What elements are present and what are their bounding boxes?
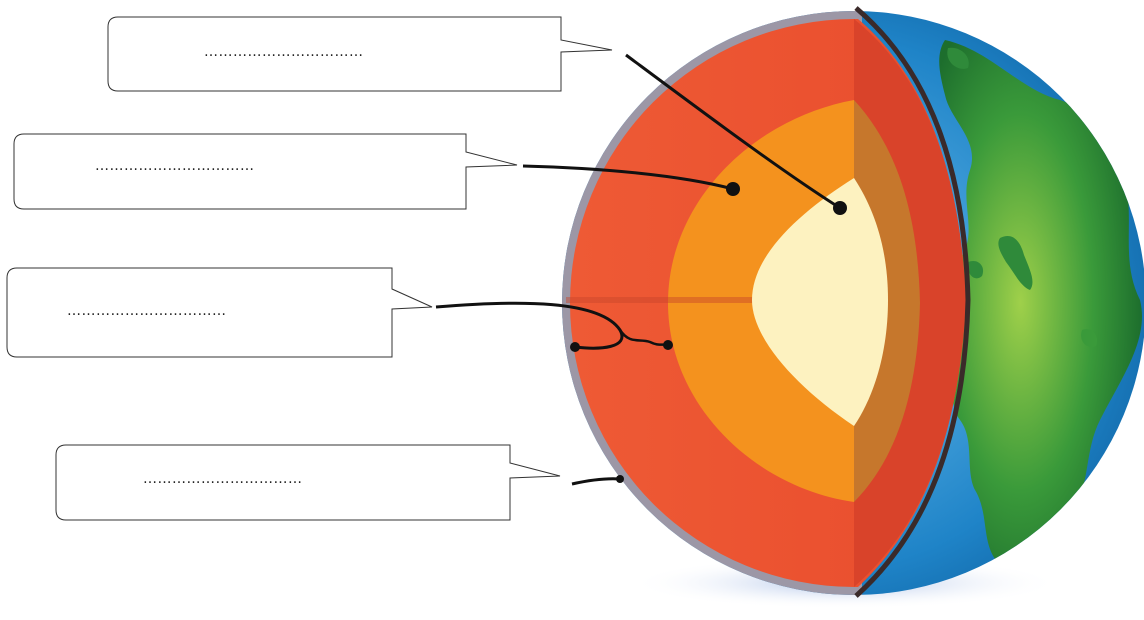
inner-core-section-face (854, 178, 888, 426)
callout-box-mantle (6, 267, 433, 358)
leader-mantle (435, 301, 624, 350)
land-island-4 (1081, 329, 1098, 348)
blank-outer-core[interactable]: …………………………… (95, 158, 255, 174)
continents (939, 40, 1142, 565)
marker-inner-core (833, 201, 847, 215)
leader-inner-core (625, 53, 841, 210)
blank-mantle[interactable]: …………………………… (67, 303, 227, 319)
callout-box-inner-core (107, 16, 613, 92)
leader-outer-core (522, 164, 734, 191)
land-africa-europe (939, 40, 1142, 565)
marker-outer-core (726, 182, 740, 196)
callout-box-outer-core (13, 133, 518, 210)
marker-mantle-upper (570, 342, 580, 352)
blank-inner-core[interactable]: …………………………… (204, 44, 364, 60)
leader-crust (571, 477, 621, 486)
land-island-3 (947, 47, 969, 69)
marker-mantle-lower (663, 340, 673, 350)
marker-crust (616, 475, 624, 483)
inner-core-layer (752, 178, 854, 426)
callout-box-crust (55, 444, 561, 521)
equator-highlight (566, 297, 752, 303)
blank-crust[interactable]: …………………………… (143, 471, 303, 487)
land-island-1 (998, 235, 1033, 290)
cut-edge (854, 6, 971, 598)
land-island-2 (967, 260, 984, 279)
